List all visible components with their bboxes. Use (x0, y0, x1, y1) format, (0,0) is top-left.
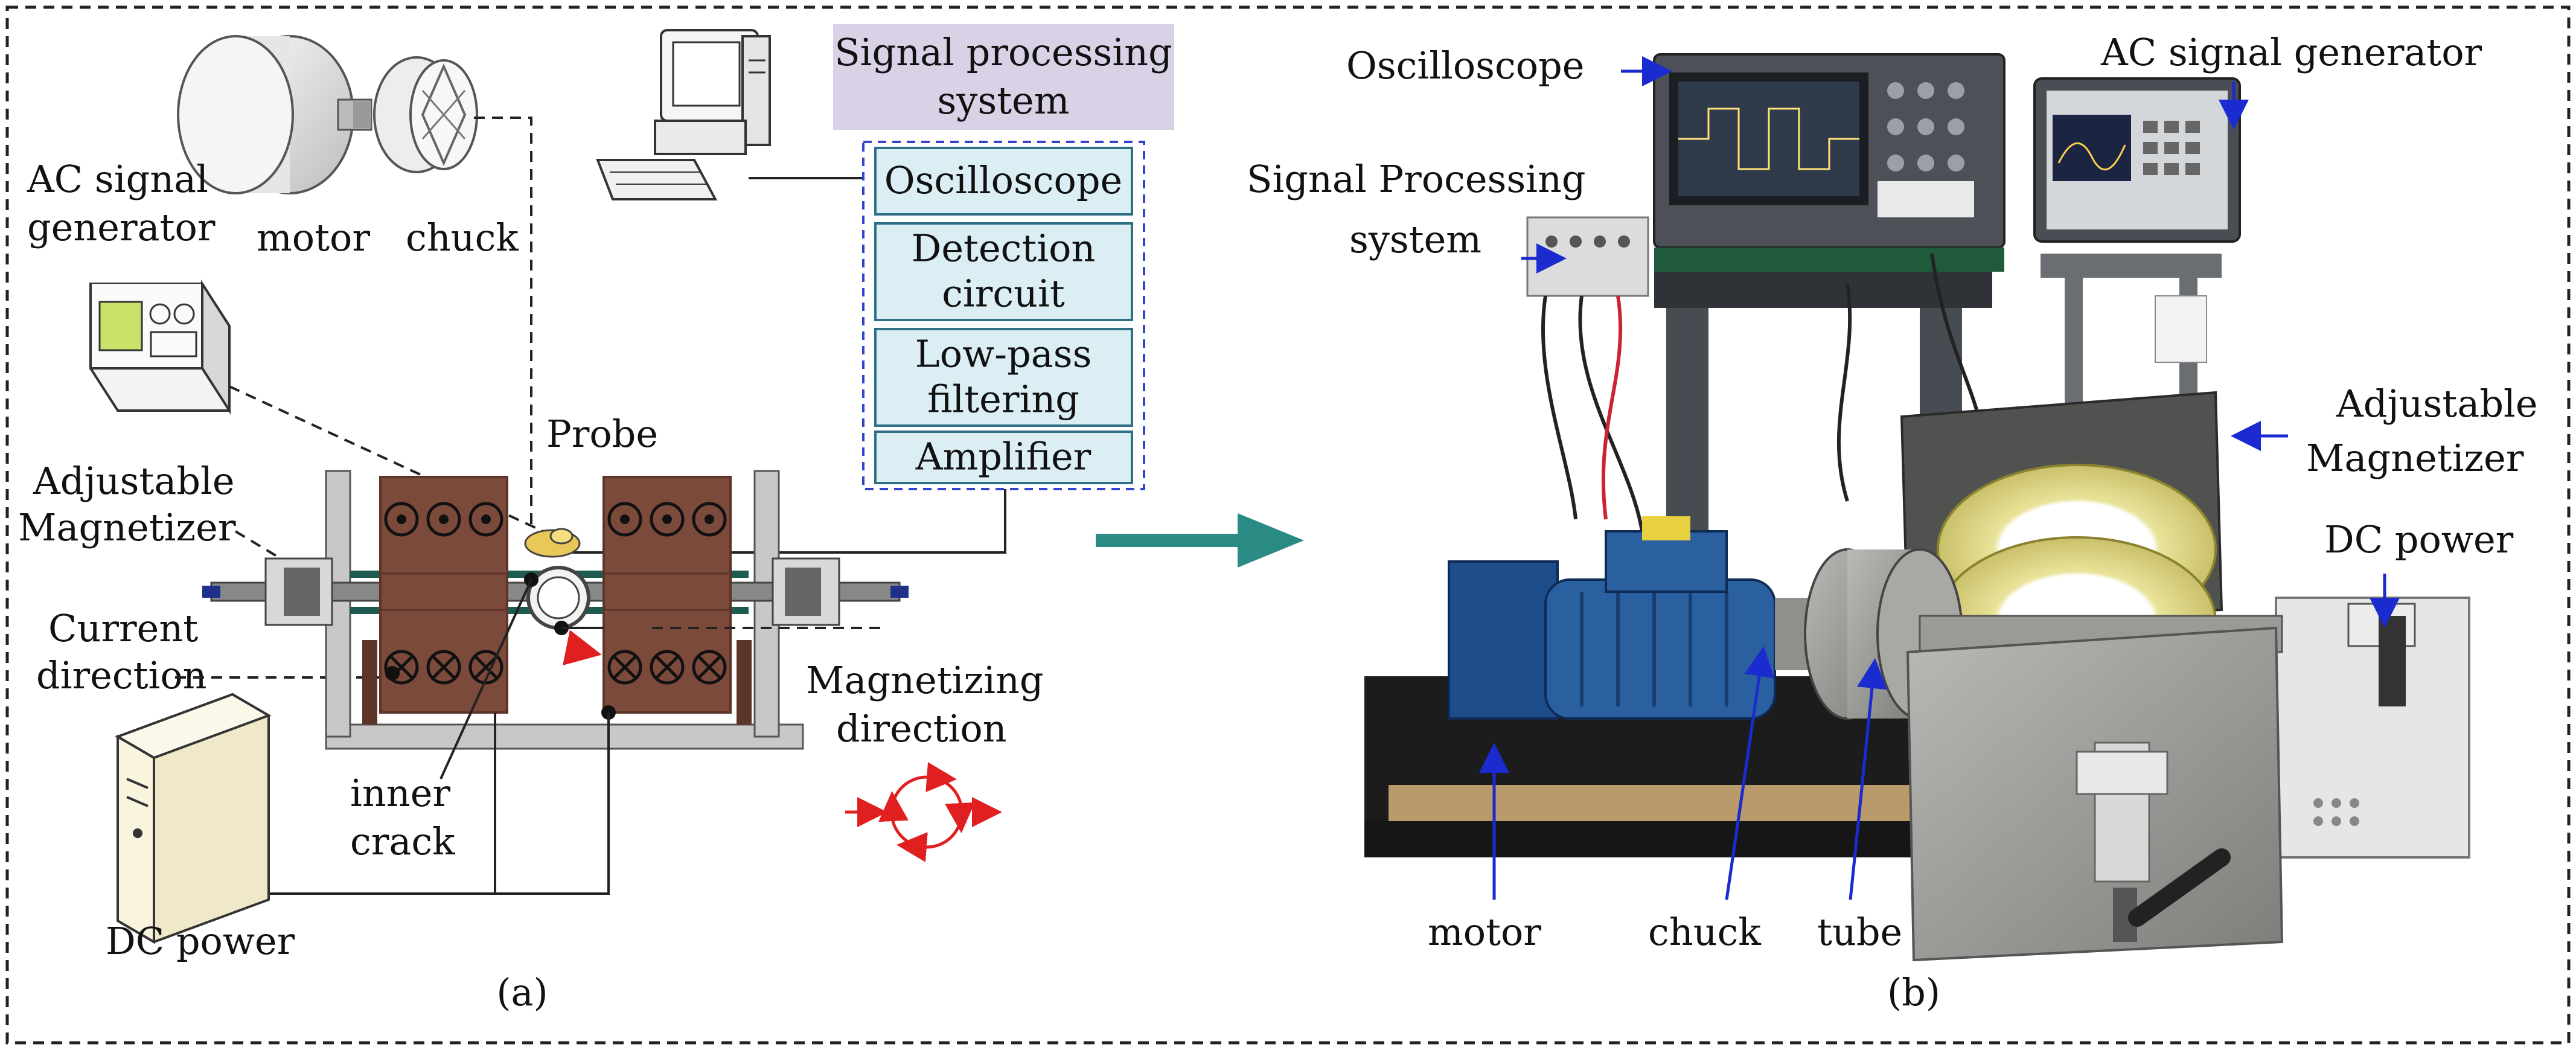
current-in-symbol (650, 650, 685, 685)
sps-module-label: filtering (927, 377, 1079, 421)
b-chuck-pointer (1725, 646, 1774, 900)
sps-module-box (874, 431, 1133, 484)
sps-dashed-frame (862, 141, 1145, 490)
sps-module-label: Oscilloscope (884, 158, 1122, 202)
chuck-probe-link (474, 117, 532, 531)
caption-a: (a) (496, 970, 548, 1014)
dc-power-wiring (266, 712, 610, 895)
ac-gen-label-line2: generator (27, 205, 216, 249)
mag-dir-label-line2: direction (836, 706, 1007, 751)
coil-current-symbols (384, 502, 727, 685)
motor-label: motor (257, 216, 370, 260)
current-out-symbol (607, 502, 642, 537)
dc-power-label: DC power (106, 919, 295, 963)
b-oscilloscope-label: Oscilloscope (1346, 43, 1584, 88)
b-sps-label-line1: Signal Processing (1247, 157, 1586, 201)
sps-module-label: Amplifier (915, 435, 1091, 479)
current-out-dot (397, 514, 406, 524)
b-adj-mag-label-line1: Adjustable (2336, 382, 2538, 426)
caption-b: (b) (1887, 970, 1940, 1014)
current-out-symbol (426, 502, 461, 537)
current-out-symbol (650, 502, 685, 537)
b-chuck-label: chuck (1648, 910, 1761, 954)
current-out-symbol (384, 502, 419, 537)
sps-module-label: circuit (942, 272, 1065, 316)
b-ac-gen-label: AC signal generator (2100, 30, 2482, 74)
sps-title-line2: system (937, 78, 1069, 123)
current-out-dot (705, 514, 714, 524)
current-in-cross (655, 655, 679, 679)
computer-icon (596, 29, 771, 200)
b-tube-label: tube (1817, 910, 1902, 954)
adj-mag-label-line2: Magnetizer (18, 505, 236, 549)
gen-probe-link (229, 385, 544, 533)
experimental-setup-photo (1364, 53, 2470, 962)
current-out-dot (662, 514, 672, 524)
b-dc-power-label: DC power (2324, 517, 2514, 562)
current-dir-label-line1: Current (48, 606, 198, 650)
sps-module-label: Low-pass (915, 332, 1092, 376)
inner-crack-label-line1: inner (350, 771, 450, 815)
probe-label: Probe (546, 412, 658, 456)
ac-gen-label-line1: AC signal (27, 157, 208, 201)
motor-icon (177, 35, 372, 194)
sps-module-box (874, 147, 1133, 216)
sps-title-box (833, 24, 1174, 130)
b-sps-label-line2: system (1349, 217, 1481, 261)
current-in-cross (697, 655, 721, 679)
current-out-dot (439, 514, 449, 524)
current-in-symbol (384, 650, 419, 685)
dc-power-icon (115, 693, 272, 944)
coil-right (602, 476, 732, 714)
current-in-symbol (607, 650, 642, 685)
current-in-cross (474, 655, 498, 679)
current-in-symbol (468, 650, 503, 685)
b-adj-mag-label-line2: Magnetizer (2306, 436, 2524, 480)
sps-module-label: Detection (912, 226, 1096, 271)
b-tube-pointer (1849, 658, 1887, 900)
current-out-symbol (692, 502, 727, 537)
mag-dir-label-line1: Magnetizing (806, 658, 1044, 702)
b-motor-label: motor (1428, 910, 1541, 954)
current-dir-label-line2: direction (36, 653, 207, 697)
magnetizing-direction-symbol (845, 762, 1002, 862)
inner-crack-leader (439, 579, 532, 779)
current-out-symbol (468, 502, 503, 537)
current-in-symbol (692, 650, 727, 685)
probe-icon (524, 528, 581, 558)
current-in-symbol (426, 650, 461, 685)
magnetizer-apparatus (202, 470, 909, 750)
panel-b: Oscilloscope AC signal generator Signal … (1247, 30, 2538, 1014)
adj-mag-label-line1: Adjustable (33, 459, 235, 503)
chuck-label: chuck (406, 216, 519, 260)
current-out-dot (481, 514, 491, 524)
current-out-dot (620, 514, 630, 524)
sps-title-line1: Signal processing (834, 30, 1172, 74)
transition-arrow (1096, 513, 1304, 568)
inner-crack-label-line2: crack (350, 819, 455, 863)
current-in-cross (432, 655, 456, 679)
signal-processing-system: Signal processing system OscilloscopeDet… (833, 24, 1174, 490)
chuck-icon (373, 56, 478, 173)
panel-a: motor chuck Signal processing system Osc… (18, 24, 1174, 1014)
sps-modules: OscilloscopeDetectioncircuitLow-passfilt… (874, 147, 1133, 484)
current-in-cross (613, 655, 637, 679)
sps-module-box (874, 222, 1133, 321)
sps-module-box (874, 328, 1133, 427)
signal-generator-icon (89, 280, 231, 415)
figure-border (5, 5, 2571, 1045)
